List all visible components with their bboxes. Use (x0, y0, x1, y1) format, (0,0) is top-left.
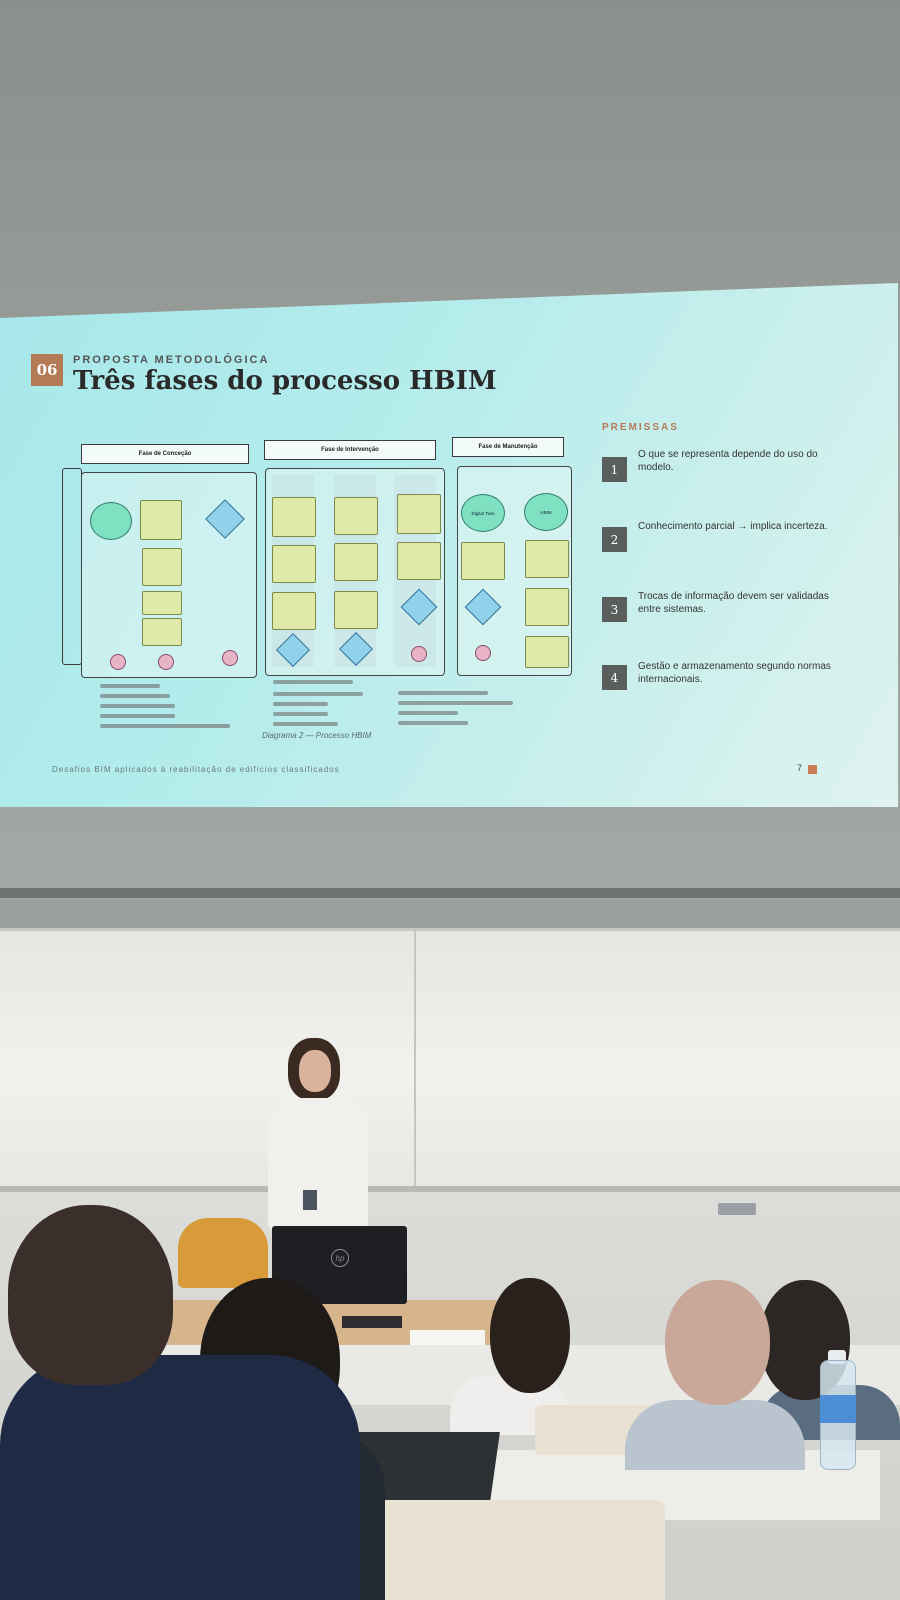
diagram-process-box (525, 588, 569, 626)
hp-logo-icon: hp (331, 1249, 349, 1267)
diagram-process-box (525, 540, 569, 578)
diagram-process-box (272, 592, 316, 630)
audience-member-head (8, 1205, 173, 1385)
section-number-badge: 06 (31, 354, 63, 386)
diagram-process-box (525, 636, 569, 668)
whiteboard-ledge (0, 1186, 900, 1192)
phase-intervention-header: Fase de Intervenção (264, 440, 436, 460)
legend-line (273, 680, 353, 684)
audience-member-head (490, 1278, 570, 1393)
legend-line (398, 691, 488, 695)
legend-line (398, 701, 513, 705)
speaker-badge (303, 1190, 317, 1210)
diagram-process-box (142, 548, 182, 586)
whiteboard-divider (414, 931, 416, 1221)
audience-member (625, 1400, 805, 1470)
premissas-heading: PREMISSAS (602, 422, 679, 433)
legend-line (100, 704, 175, 708)
diagram-start-oval (90, 502, 132, 540)
diagram-process-box (397, 542, 441, 580)
diagram-process-box (334, 497, 378, 535)
premissa-text: O que se representa depende do uso do mo… (638, 449, 818, 473)
page-accent-square (808, 765, 817, 774)
speaker-body (268, 1098, 368, 1230)
phase-conception-header: Fase de Conceção (81, 444, 249, 464)
slide-kicker: PROPOSTA METODOLÓGICA (73, 354, 270, 366)
legend-line (273, 722, 338, 726)
premissa-number: 2 (602, 527, 627, 552)
diagram-process-box (334, 591, 378, 629)
audience-member-head (665, 1280, 770, 1405)
legend-line (100, 724, 230, 728)
premissa-number: 1 (602, 457, 627, 482)
diagram-process-box (142, 591, 182, 615)
diagram-process-box (397, 494, 441, 534)
tote-bag (355, 1500, 665, 1600)
diagram-process-box (142, 618, 182, 646)
diagram-end-dot (110, 654, 126, 670)
diagram-process-box (140, 500, 182, 540)
audience-member (0, 1355, 360, 1600)
legend-line (398, 721, 468, 725)
diagram-hbim-oval: HBIM (524, 493, 568, 531)
diagram-process-box (272, 545, 316, 583)
legend-line (100, 714, 175, 718)
water-bottle-label (820, 1395, 856, 1423)
legend-line (273, 692, 363, 696)
diagram-end-dot (475, 645, 491, 661)
whiteboard (0, 928, 900, 1221)
diagram-caption: Diagrama 2 — Processo HBIM (262, 731, 372, 740)
slide-footer: Desafios BIM aplicados à reabilitação de… (52, 765, 340, 774)
diagram-end-dot (222, 650, 238, 666)
diagram-process-box (272, 497, 316, 537)
premissa-text: Gestão e armazenamento segundo normas in… (638, 661, 831, 685)
projected-slide (0, 283, 898, 807)
eraser (718, 1203, 756, 1215)
premissa-text: Conhecimento parcial → implica incerteza… (638, 521, 828, 532)
legend-line (100, 694, 170, 698)
slide-title: Três fases do processo HBIM (73, 366, 497, 396)
diagram-side-label (62, 468, 82, 665)
keyboard (342, 1316, 402, 1328)
legend-line (398, 711, 458, 715)
diagram-process-box (461, 542, 505, 580)
projector-rail (0, 888, 900, 898)
legend-line (273, 712, 328, 716)
diagram-end-dot (411, 646, 427, 662)
premissa-text: Trocas de informação devem ser validadas… (638, 591, 829, 615)
premissa-number: 4 (602, 665, 627, 690)
phase-maintenance-header: Fase de Manutenção (452, 437, 564, 457)
chair (178, 1218, 268, 1288)
legend-line (100, 684, 160, 688)
premissa-number: 3 (602, 597, 627, 622)
diagram-end-dot (158, 654, 174, 670)
slide-page-number: 7 (797, 763, 803, 773)
diagram-process-box (334, 543, 378, 581)
speaker-face (299, 1050, 331, 1092)
legend-line (273, 702, 328, 706)
diagram-digital-twin-oval: Digital Twin (461, 494, 505, 532)
